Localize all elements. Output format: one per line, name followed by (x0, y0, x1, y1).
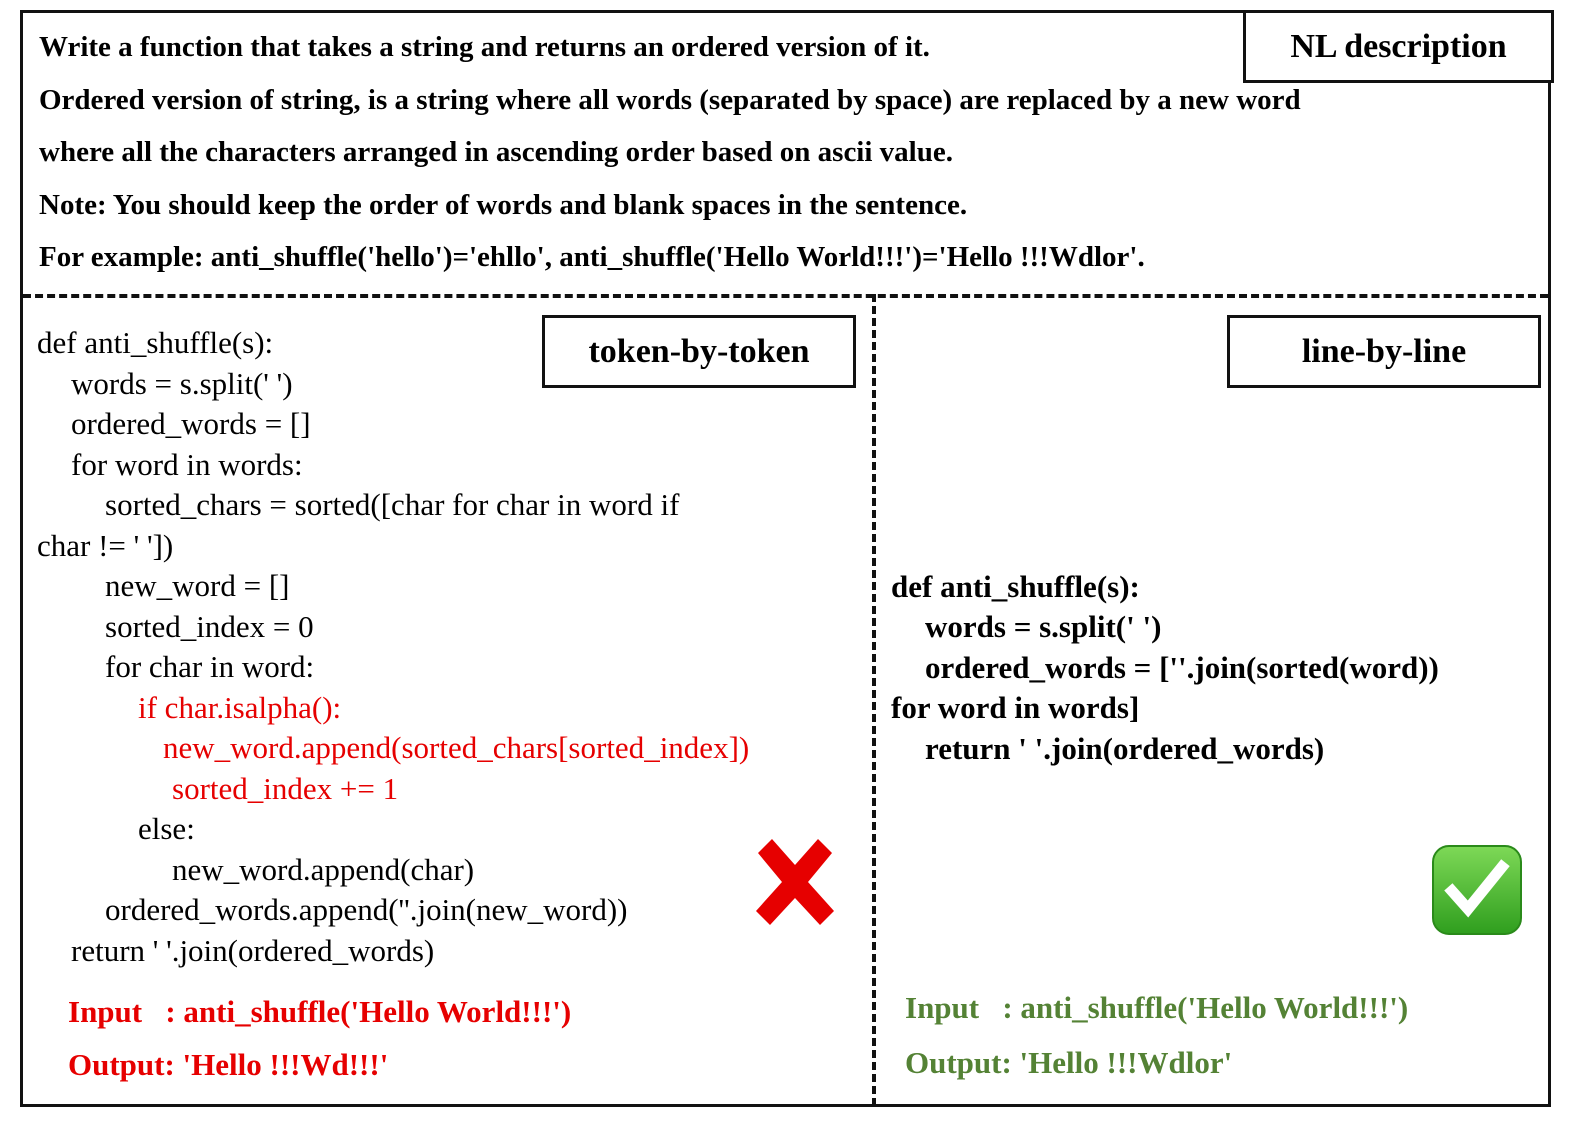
token-output: Output: 'Hello !!!Wd!!!' (68, 1047, 389, 1082)
code-line: else: (138, 811, 195, 846)
code-line: new_word.append(char) (172, 852, 475, 887)
code-line: for word in words: (71, 447, 303, 482)
code-line: words = s.split(' ') (925, 609, 1162, 644)
figure-frame: Write a function that takes a string and… (20, 10, 1554, 1107)
code-line: char != ' ']) (37, 528, 174, 563)
code-line-error: new_word.append(sorted_chars[sorted_inde… (163, 730, 750, 765)
nl-description-label: NL description (1243, 10, 1554, 83)
nl-line: Note: You should keep the order of words… (39, 189, 968, 221)
code-line: return ' '.join(ordered_words) (71, 933, 435, 968)
nl-line: Write a function that takes a string and… (39, 31, 930, 63)
code-line: words = s.split(' ') (71, 366, 293, 401)
nl-line: For example: anti_shuffle('hello')='ehll… (39, 241, 1145, 273)
check-mark-icon (1432, 845, 1522, 935)
vertical-divider (872, 294, 876, 1106)
horizontal-divider (23, 294, 1548, 298)
nl-line: Ordered version of string, is a string w… (39, 84, 1301, 116)
cross-mark-icon (756, 839, 834, 925)
nl-line: where all the characters arranged in asc… (39, 136, 953, 168)
code-line-error: sorted_index += 1 (172, 771, 399, 806)
code-line: for char in word: (105, 649, 315, 684)
code-line: for word in words] (891, 690, 1140, 725)
code-line: def anti_shuffle(s): (37, 325, 274, 360)
code-line: ordered_words.append(''.join(new_word)) (105, 892, 628, 927)
line-input: Input : anti_shuffle('Hello World!!!') (905, 990, 1409, 1025)
code-line: new_word = [] (105, 568, 290, 603)
code-line: sorted_index = 0 (105, 609, 314, 644)
code-line-error: if char.isalpha(): (138, 690, 342, 725)
line-output: Output: 'Hello !!!Wdlor' (905, 1045, 1233, 1080)
line-by-line-label: line-by-line (1227, 315, 1541, 388)
token-by-token-label: token-by-token (542, 315, 856, 388)
code-line: ordered_words = [''.join(sorted(word)) (925, 650, 1439, 685)
token-input: Input : anti_shuffle('Hello World!!!') (68, 994, 572, 1029)
code-line: return ' '.join(ordered_words) (925, 731, 1325, 766)
code-line: def anti_shuffle(s): (891, 569, 1140, 604)
code-line: sorted_chars = sorted([char for char in … (105, 487, 680, 522)
code-line: ordered_words = [] (71, 406, 311, 441)
